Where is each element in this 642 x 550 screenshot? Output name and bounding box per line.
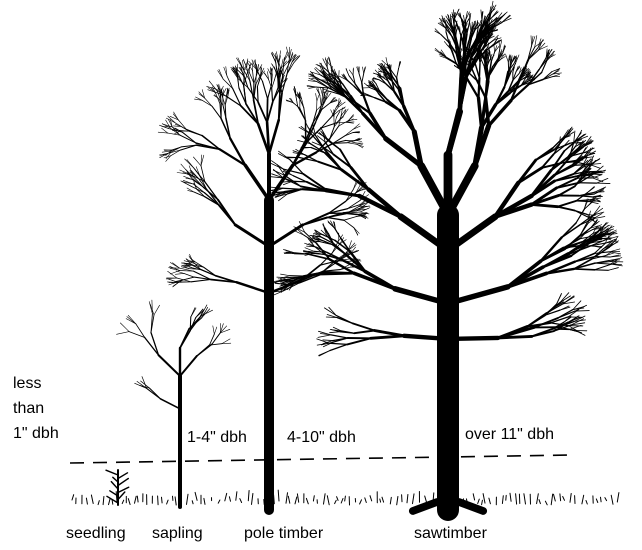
saw-stage-label: sawtimber xyxy=(414,525,487,542)
seedling-size-line-2: than xyxy=(13,400,45,417)
sapling-tree xyxy=(116,299,232,509)
seedling-tree xyxy=(105,469,130,506)
sapling-stage-label: sapling xyxy=(152,525,203,542)
pole-stage-label: pole timber xyxy=(244,525,324,542)
seedling-stage-label: seedling xyxy=(66,525,126,542)
seedling-size-label: less than 1" dbh xyxy=(13,371,59,446)
seedling-size-line-3: 1" dbh xyxy=(13,425,59,442)
sawtimber-tree xyxy=(267,0,624,521)
saw-size-label: over 11" dbh xyxy=(463,424,556,445)
sapling-size-label: 1-4" dbh xyxy=(185,427,249,448)
ground-grass-line xyxy=(71,489,620,506)
pole-timber-tree xyxy=(157,46,371,515)
dbh-reference-dashed-line xyxy=(69,454,573,464)
seedling-size-line-1: less xyxy=(13,375,42,392)
pole-size-label: 4-10" dbh xyxy=(285,427,358,448)
